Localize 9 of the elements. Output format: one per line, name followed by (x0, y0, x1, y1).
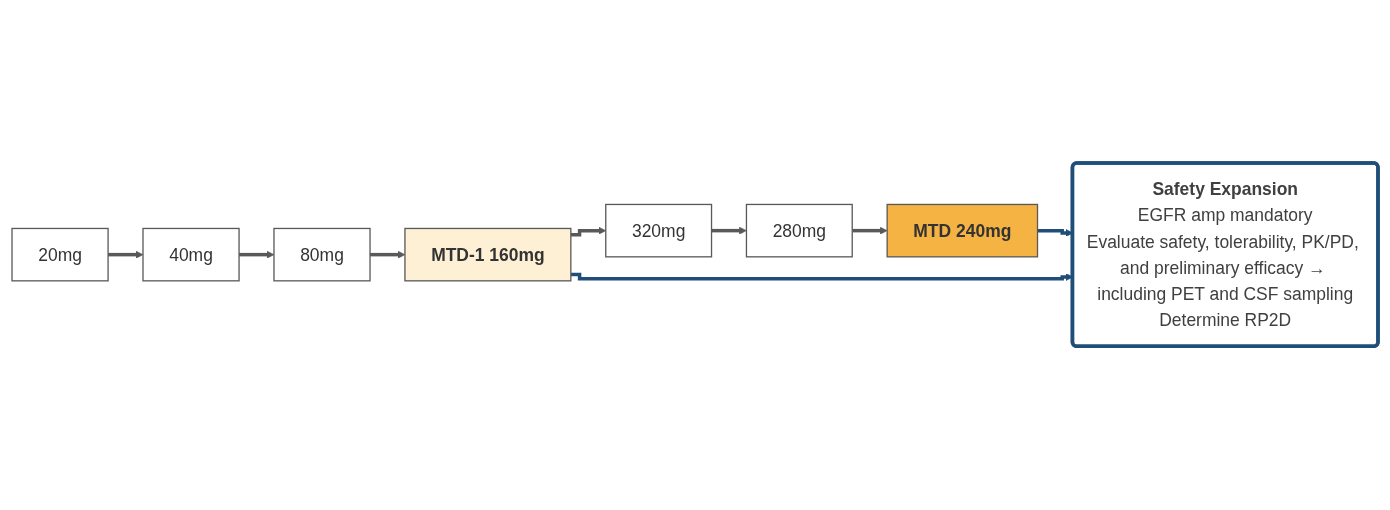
node-box: 80mg (273, 228, 371, 282)
node-box: MTD 240mg (886, 204, 1039, 258)
node-box: 320mg (605, 204, 713, 258)
node-box: 280mg (745, 204, 853, 258)
node-box: 40mg (142, 228, 240, 282)
arrow (711, 227, 747, 235)
node-box: 20mg (11, 228, 109, 282)
node-box: MTD-1 160mg (404, 228, 572, 282)
arrow (852, 227, 888, 235)
